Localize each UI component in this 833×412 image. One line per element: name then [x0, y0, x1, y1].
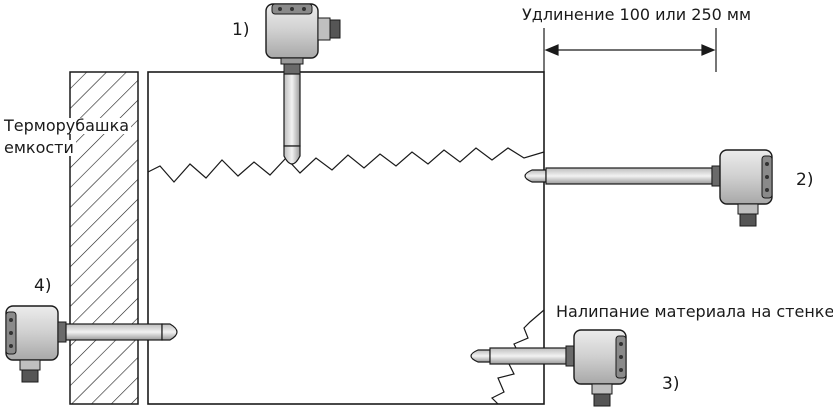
- jacket-label-line1: Терморубашка: [4, 116, 132, 135]
- position-3-label: 3): [662, 374, 680, 394]
- position-4-label: 4): [34, 276, 52, 296]
- sensor-4-through-jacket: [5, 305, 178, 383]
- buildup-label: Налипание материала на стенке: [556, 302, 833, 321]
- extension-label: Удлинение 100 или 250 мм: [522, 5, 752, 24]
- tank-body: [147, 71, 545, 405]
- sensor-3-side-mounted-lower: [470, 329, 627, 407]
- material-surface-line: [147, 147, 545, 183]
- sensor-1-top-mounted: [265, 3, 341, 165]
- position-1-label: 1): [232, 20, 250, 40]
- position-2-label: 2): [796, 170, 814, 190]
- jacket-label-line2: емкости: [4, 138, 76, 157]
- sensor-2-side-mounted-upper: [524, 149, 773, 227]
- extension-dimension: [543, 28, 717, 72]
